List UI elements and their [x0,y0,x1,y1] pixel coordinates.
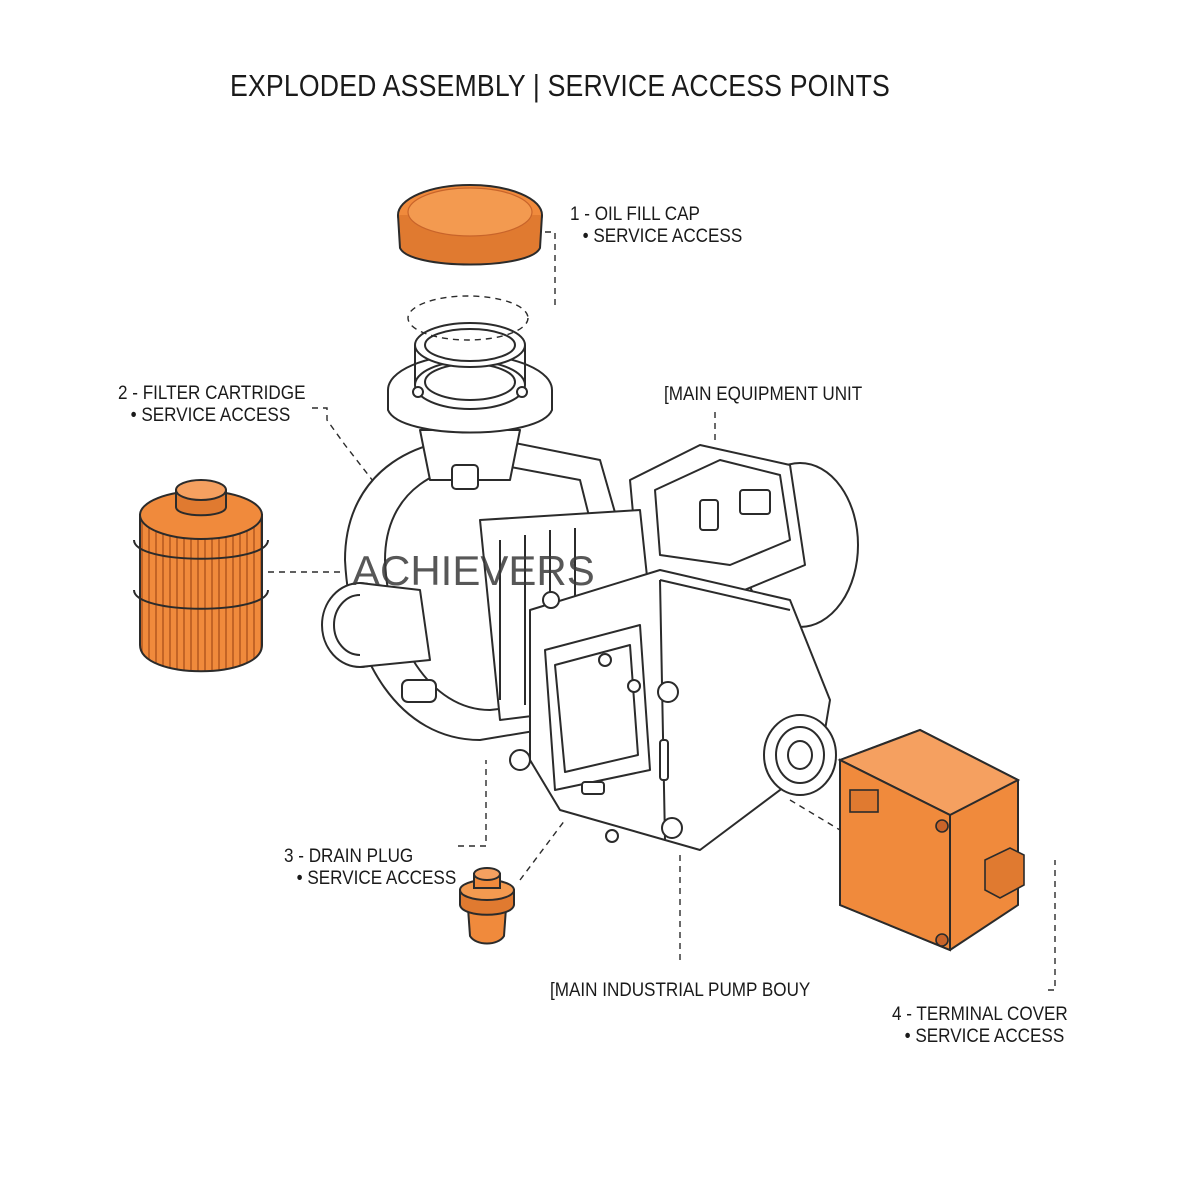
diagram-title: EXPLODED ASSEMBLY | SERVICE ACCESS POINT… [230,68,890,103]
label-main-equipment-unit: [MAIN EQUIPMENT UNIT [664,384,863,405]
callout-label: 4 - TERMINAL COVER [892,1004,1068,1025]
filter-cartridge-part [133,479,269,673]
callout-oil-fill-cap: 1 - OIL FILL CAP • SERVICE ACCESS [570,204,742,248]
callout-note: • SERVICE ACCESS [904,1026,1065,1047]
leader-filter-cartridge [312,407,381,491]
oil-fill-cap-part [397,184,543,341]
callout-note: • SERVICE ACCESS [582,226,743,247]
callout-drain-plug: 3 - DRAIN PLUG • SERVICE ACCESS [284,846,456,890]
leader-terminal-to-body [789,799,841,831]
callout-note: • SERVICE ACCESS [130,405,291,426]
leader-terminal-cover [1048,860,1056,991]
callout-filter-cartridge: 2 - FILTER CARTRIDGE • SERVICE ACCESS [118,383,305,427]
drain-plug-part [459,867,515,945]
leader-oil-fill-cap [545,231,556,305]
terminal-cover-part [837,728,1025,952]
callout-label: 2 - FILTER CARTRIDGE [118,383,306,404]
watermark-text: ACHIEVERS [352,547,595,594]
leader-drain-to-body [519,819,566,881]
label-main-pump-body: [MAIN INDUSTRIAL PUMP BOUY [550,980,811,1001]
main-pump-body [321,322,859,851]
leader-lines [268,231,1056,991]
callout-label: 3 - DRAIN PLUG [284,846,414,867]
callout-label: 1 - OIL FILL CAP [570,204,700,225]
callout-terminal-cover: 4 - TERMINAL COVER • SERVICE ACCESS [892,1004,1068,1048]
callout-note: • SERVICE ACCESS [296,868,457,889]
leader-drain-plug [458,760,487,847]
